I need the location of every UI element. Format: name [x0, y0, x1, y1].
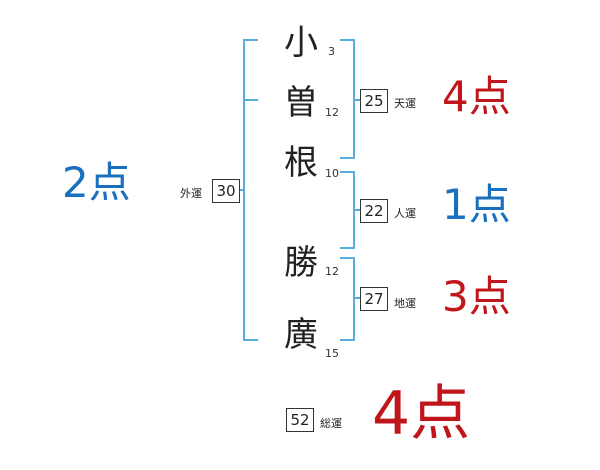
name-char-4: 勝: [284, 243, 318, 283]
gaiun-value-box: 30: [212, 179, 240, 203]
stroke-count-3: 10: [325, 167, 339, 180]
jinun-value-box: 22: [360, 199, 388, 223]
stroke-count-1: 3: [328, 45, 335, 58]
tenun-score: 4点: [442, 72, 511, 121]
chiun-score: 3点: [442, 272, 511, 321]
gaiun-bracket: [243, 39, 258, 341]
name-char-1: 小: [284, 23, 318, 63]
souun-label: 総運: [320, 417, 342, 430]
tenun-value-box: 25: [360, 89, 388, 113]
gaiun-label: 外運: [180, 187, 202, 200]
name-char-3: 根: [284, 143, 318, 183]
tenun-bracket: [340, 39, 355, 159]
gaiun-score: 2点: [62, 158, 131, 207]
jinun-score: 1点: [442, 180, 511, 229]
jinun-label: 人運: [394, 207, 416, 220]
chiun-label: 地運: [394, 297, 416, 310]
name-char-2: 曽: [284, 83, 318, 123]
chiun-bracket: [340, 257, 355, 341]
tenun-label: 天運: [394, 97, 416, 110]
souun-value-box: 52: [286, 408, 314, 432]
chiun-value-box: 27: [360, 287, 388, 311]
stroke-count-4: 12: [325, 265, 339, 278]
name-char-5: 廣: [284, 315, 318, 355]
souun-score: 4点: [372, 379, 471, 449]
stroke-count-5: 15: [325, 347, 339, 360]
jinun-bracket: [340, 171, 355, 249]
stroke-count-2: 12: [325, 106, 339, 119]
